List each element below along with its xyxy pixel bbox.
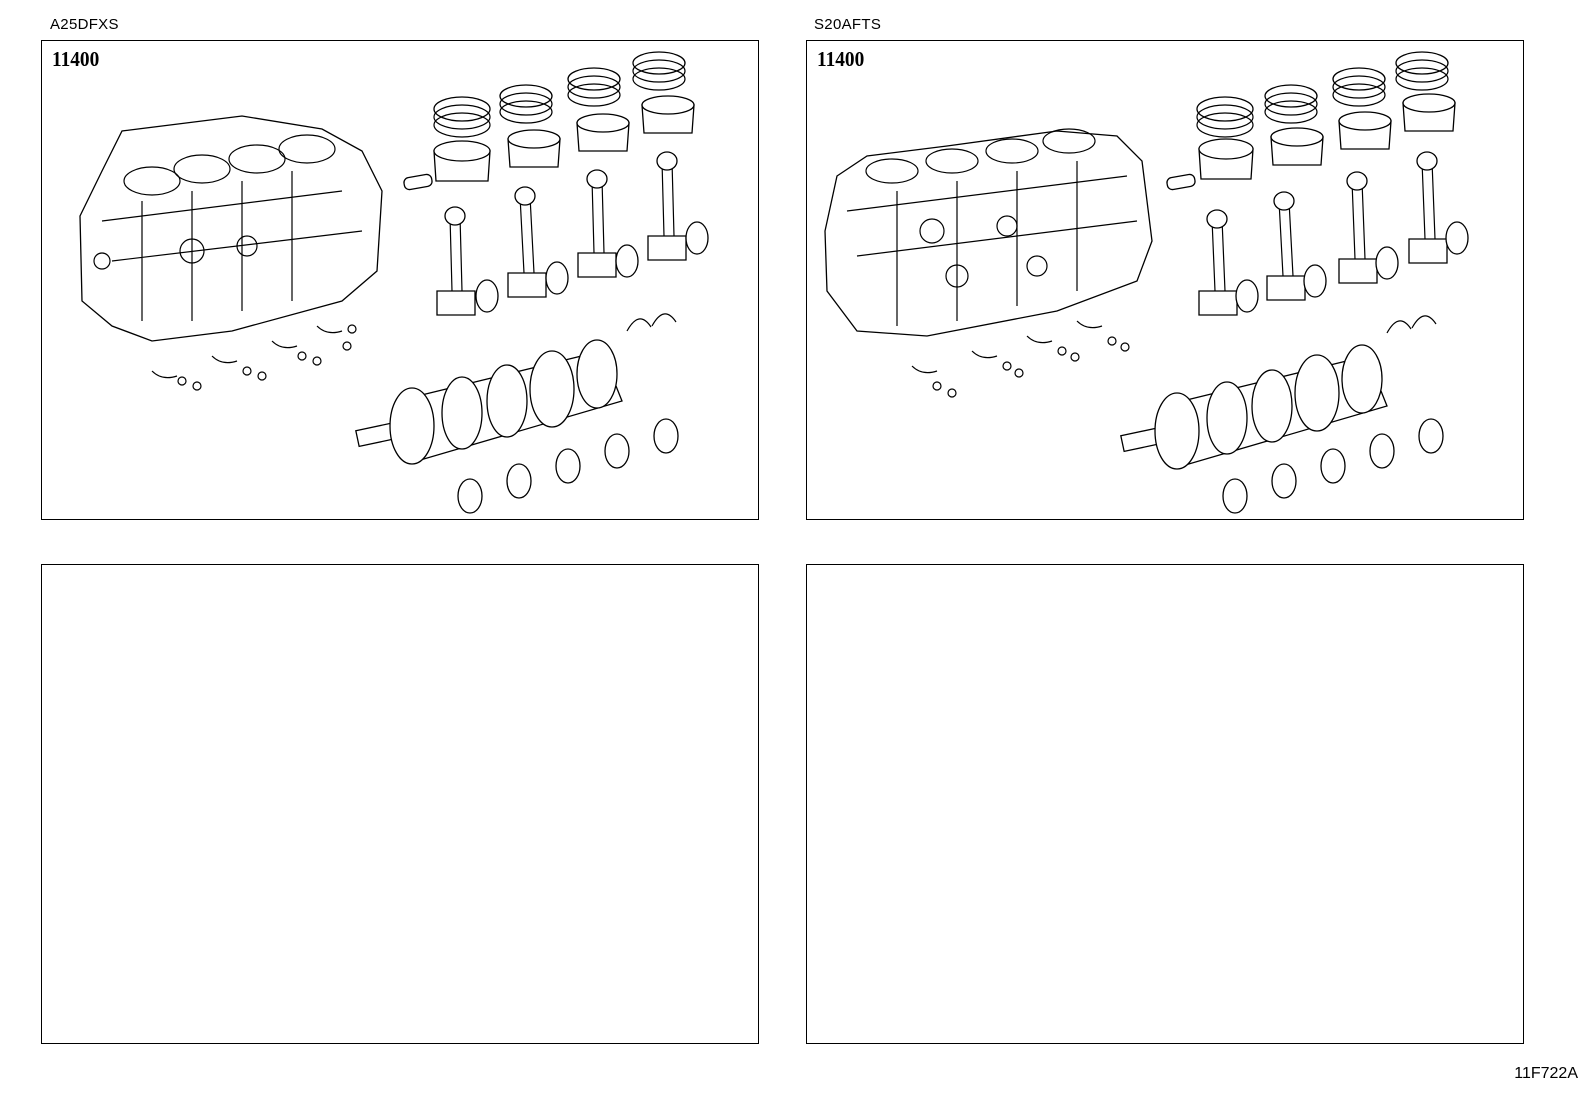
rod-bearings [1235,221,1469,313]
crankshaft [1120,344,1388,470]
panel-empty-bottom-right [806,564,1524,1044]
short-block-illustration [824,51,1469,514]
short-block-illustration [79,51,709,514]
panel-a25dfxs[interactable]: 11400 [41,40,759,520]
engine-code-label-a25dfxs: A25DFXS [50,16,119,33]
main-bearings [1222,418,1444,514]
pistons [1166,93,1456,191]
pistons [403,95,695,191]
cylinder-block [79,115,383,342]
cylinder-block [824,128,1153,337]
crankshaft [355,339,623,465]
connecting-rods [1198,151,1448,316]
bolts [911,320,1130,398]
rod-bearings [475,221,709,313]
diagram-id: 11F722A [1514,1065,1578,1082]
connecting-rods [436,151,687,316]
main-bearings [457,418,679,514]
piston-rings [433,51,686,138]
bolts [151,324,357,391]
engine-code-label-s20afts: S20AFTS [814,16,882,33]
piston-rings [1196,51,1449,138]
panel-s20afts[interactable]: 11400 [806,40,1524,520]
thrust-washers [626,313,677,332]
panel-empty-bottom-left [41,564,759,1044]
part-number: 11400 [817,47,865,71]
part-number: 11400 [52,47,100,71]
thrust-washers [1386,315,1437,334]
